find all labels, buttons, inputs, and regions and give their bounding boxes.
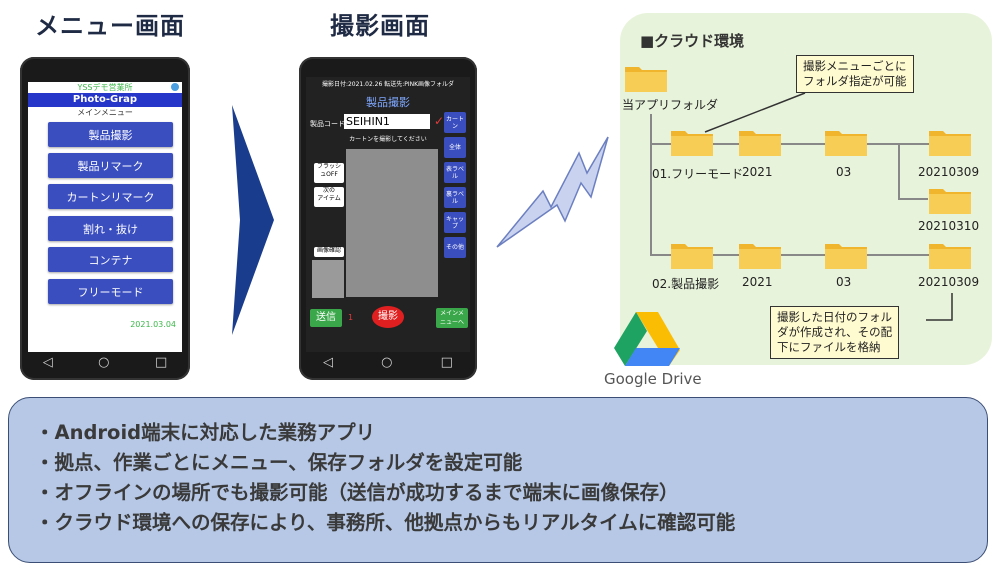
check-icon: ✓ bbox=[434, 114, 445, 128]
google-drive-label: Google Drive bbox=[604, 370, 702, 388]
google-drive-logo-icon bbox=[614, 312, 680, 366]
tree-line bbox=[650, 143, 940, 145]
side-button-other[interactable]: その他 bbox=[444, 237, 466, 258]
back-icon[interactable]: ◁ bbox=[323, 354, 334, 370]
callout-date-folder: 撮影した日付のフォル ダが作成され、その配 下にファイルを格納 bbox=[770, 306, 900, 359]
folder-label-month: 03 bbox=[836, 165, 852, 179]
folder-icon[interactable] bbox=[738, 127, 782, 157]
menu-phone-navbar: ◁ ○ □ bbox=[20, 344, 190, 380]
home-icon[interactable]: ○ bbox=[381, 354, 393, 370]
side-button-cap[interactable]: キャッ プ bbox=[444, 212, 466, 233]
camera-phone: 撮影日付:2021.02.26 転送先:PINK画像フォルダ 製品撮影 製品コー… bbox=[299, 57, 477, 380]
recents-icon[interactable]: □ bbox=[440, 354, 453, 370]
menu-screen-title: メニュー画面 bbox=[35, 12, 185, 40]
menu-subtitle: メインメニュー bbox=[77, 108, 133, 117]
shoot-instruction: カートンを撮影してください bbox=[349, 136, 427, 143]
menu-button-crack[interactable]: 割れ・抜け bbox=[48, 216, 173, 241]
folder-label-product: 02.製品撮影 bbox=[652, 277, 720, 291]
menu-button-free-mode[interactable]: フリーモード bbox=[48, 279, 173, 304]
folder-label-free-mode: 01.フリーモード bbox=[652, 167, 744, 181]
tree-line bbox=[650, 254, 940, 256]
shoot-info: 撮影日付:2021.02.26 転送先:PINK画像フォルダ bbox=[321, 81, 455, 88]
menu-button-product-remark[interactable]: 製品リマーク bbox=[48, 153, 173, 178]
image-thumbnail[interactable] bbox=[312, 260, 344, 298]
folder-label-date: 20210310 bbox=[918, 219, 980, 233]
folder-icon[interactable] bbox=[928, 127, 972, 157]
folder-icon[interactable] bbox=[624, 63, 668, 93]
menu-button-container[interactable]: コンテナ bbox=[48, 247, 173, 272]
menu-phone-screen: YSSデモ営業所 Photo-Grap メインメニュー 製品撮影 製品リマーク … bbox=[28, 82, 182, 352]
camera-phone-navbar: ◁ ○ □ bbox=[299, 344, 477, 380]
side-button-back-label[interactable]: 裏ラベ ル bbox=[444, 187, 466, 208]
folder-icon[interactable] bbox=[824, 127, 868, 157]
chevron-arrow-icon bbox=[232, 105, 274, 335]
folder-label-year: 2021 bbox=[742, 275, 773, 289]
product-code-label: 製品コード bbox=[310, 120, 345, 128]
feature-bullet: ・拠点、作業ごとにメニュー、保存フォルダを設定可能 bbox=[35, 451, 523, 474]
folder-label-date: 20210309 bbox=[918, 165, 980, 179]
recents-icon[interactable]: □ bbox=[154, 354, 168, 370]
folder-icon[interactable] bbox=[928, 240, 972, 270]
send-button[interactable]: 送信 bbox=[310, 309, 342, 327]
side-button-carton[interactable]: カート ン bbox=[444, 112, 466, 133]
feature-bullet: ・Android端末に対応した業務アプリ bbox=[35, 421, 376, 444]
feature-bullet: ・オフラインの場所でも撮影可能（送信が成功するまで端末に画像保存） bbox=[35, 481, 679, 504]
pending-count: 1 bbox=[348, 313, 354, 322]
back-icon[interactable]: ◁ bbox=[42, 354, 53, 370]
menu-phone: YSSデモ営業所 Photo-Grap メインメニュー 製品撮影 製品リマーク … bbox=[20, 57, 190, 380]
camera-preview[interactable] bbox=[346, 149, 438, 297]
tree-line bbox=[898, 143, 900, 199]
folder-icon[interactable] bbox=[738, 240, 782, 270]
home-icon[interactable]: ○ bbox=[98, 354, 110, 370]
folder-label-year: 2021 bbox=[742, 165, 773, 179]
camera-screen-title-label: 製品撮影 bbox=[366, 96, 410, 109]
main-menu-button[interactable]: メインメ ニューへ bbox=[436, 308, 468, 328]
feature-summary-box: ・Android端末に対応した業務アプリ ・拠点、作業ごとにメニュー、保存フォル… bbox=[8, 397, 988, 563]
feature-bullet: ・クラウド環境への保存により、事務所、他拠点からもリアルタイムに確認可能 bbox=[35, 511, 736, 534]
callout-pointer bbox=[704, 92, 806, 133]
folder-icon[interactable] bbox=[670, 127, 714, 157]
next-item-button[interactable]: 次の アイテム bbox=[314, 187, 344, 207]
side-button-whole[interactable]: 全体 bbox=[444, 137, 466, 158]
app-name-bar: Photo-Grap bbox=[28, 93, 182, 107]
flash-off-button[interactable]: フラッシ ュOFF bbox=[314, 163, 344, 183]
menu-button-product-photo[interactable]: 製品撮影 bbox=[48, 122, 173, 147]
root-folder-label: 当アプリフォルダ bbox=[622, 98, 719, 112]
side-button-front-label[interactable]: 表ラベ ル bbox=[444, 162, 466, 183]
info-icon[interactable] bbox=[171, 83, 179, 91]
image-check-button[interactable]: 画像確認 bbox=[314, 247, 344, 257]
product-code-input[interactable]: SEIHIN1 bbox=[344, 114, 430, 129]
folder-icon[interactable] bbox=[670, 240, 714, 270]
folder-label-date: 20210309 bbox=[918, 275, 980, 289]
camera-screen-title: 撮影画面 bbox=[330, 12, 430, 40]
menu-button-carton-remark[interactable]: カートンリマーク bbox=[48, 184, 173, 209]
cloud-title: ■クラウド環境 bbox=[640, 32, 745, 50]
menu-date: 2021.03.04 bbox=[130, 320, 176, 329]
shoot-button[interactable]: 撮影 bbox=[372, 306, 404, 328]
tree-line bbox=[898, 198, 928, 200]
office-name: YSSデモ営業所 bbox=[28, 82, 182, 93]
lightning-bolt-icon bbox=[496, 136, 609, 248]
folder-label-month: 03 bbox=[836, 275, 852, 289]
folder-icon[interactable] bbox=[824, 240, 868, 270]
camera-phone-screen: 撮影日付:2021.02.26 転送先:PINK画像フォルダ 製品撮影 製品コー… bbox=[306, 77, 470, 352]
folder-icon[interactable] bbox=[928, 185, 972, 215]
callout-menu-folder: 撮影メニューごとに フォルダ指定が可能 bbox=[796, 55, 914, 93]
tree-line bbox=[650, 114, 652, 254]
callout-pointer bbox=[926, 293, 953, 321]
